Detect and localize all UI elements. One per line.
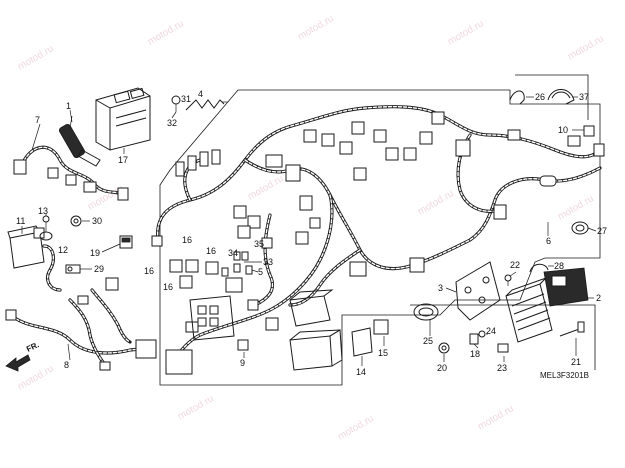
watermark: motod.ru — [476, 403, 516, 432]
small-fuses — [221, 251, 253, 277]
callout-28: 28 — [554, 261, 564, 271]
callout-16b: 16 — [206, 246, 216, 256]
front-direction-arrow: FR. — [5, 340, 41, 372]
callout-labels: 1 2 3 4 5 6 7 8 9 10 11 12 13 14 15 16 1… — [16, 89, 607, 377]
watermark: motod.ru — [296, 13, 336, 42]
leader-lines — [21, 96, 597, 366]
band-25 — [413, 303, 439, 321]
clamp-37 — [547, 89, 575, 105]
callout-32: 32 — [167, 118, 177, 128]
connector-14 — [351, 327, 373, 364]
callout-37: 37 — [579, 92, 589, 102]
watermark: motod.ru — [146, 18, 186, 47]
callout-18: 18 — [470, 349, 480, 359]
clamp-29 — [65, 264, 81, 274]
callout-34: 34 — [228, 248, 238, 258]
bracket-4 — [185, 99, 225, 111]
callout-35: 35 — [254, 239, 264, 249]
battery-case — [289, 289, 343, 371]
clip-30 — [70, 215, 82, 227]
callout-33: 33 — [263, 257, 273, 267]
callout-23: 23 — [497, 363, 507, 373]
sub-harness-lower — [5, 277, 157, 371]
callout-2: 2 — [596, 293, 601, 303]
regulator-rectifier — [505, 267, 589, 343]
callout-9: 9 — [240, 358, 245, 368]
callout-11: 11 — [16, 216, 25, 226]
callout-1: 1 — [66, 101, 71, 111]
cap-10 — [583, 125, 595, 137]
main-wire-harness — [156, 105, 602, 362]
watermark: motod.ru — [16, 363, 56, 392]
front-arrow-label: FR. — [25, 340, 40, 354]
watermark: motod.ru — [336, 413, 376, 442]
relays-16 — [169, 259, 219, 289]
bolt-32 — [171, 95, 181, 112]
callout-19: 19 — [90, 248, 100, 258]
callout-24: 24 — [486, 326, 496, 336]
watermark: motod.ru — [246, 173, 286, 202]
connector-9 — [237, 339, 249, 351]
watermark: motod.ru — [176, 393, 216, 422]
callout-15: 15 — [378, 348, 388, 358]
bracket-group-frame — [515, 74, 589, 120]
harness-clamp-28 — [529, 263, 549, 273]
callout-16d: 16 — [163, 282, 173, 292]
sub-harness-left — [13, 145, 129, 201]
grommet-27 — [571, 221, 589, 235]
callout-16c: 16 — [144, 266, 154, 276]
fuse-box — [189, 295, 235, 341]
watermark: motod.ru — [446, 18, 486, 47]
main-harness-connectors — [151, 111, 605, 375]
callout-22: 22 — [510, 260, 520, 270]
callout-31: 31 — [181, 94, 191, 104]
callout-16a: 16 — [182, 235, 192, 245]
collar-18 — [469, 333, 479, 345]
main-harness-frame — [159, 89, 601, 386]
bolt-22 — [504, 274, 512, 286]
connector-19 — [119, 235, 133, 249]
watermark: motod.ru — [566, 33, 606, 62]
clip-26 — [509, 90, 525, 105]
regulator-group-frame — [410, 304, 596, 370]
diagram-code: MEL3F3201B — [540, 371, 589, 380]
ignition-coil — [59, 115, 101, 167]
callout-27: 27 — [597, 226, 607, 236]
callout-5: 5 — [258, 267, 263, 277]
callout-25: 25 — [423, 336, 433, 346]
callout-10: 10 — [558, 125, 568, 135]
bolt-21 — [559, 321, 585, 337]
mounting-bracket — [455, 261, 501, 321]
callout-29: 29 — [94, 264, 104, 274]
ecu-unit — [95, 87, 151, 151]
nut-20 — [438, 342, 450, 354]
callout-26: 26 — [535, 92, 545, 102]
callout-30: 30 — [92, 216, 102, 226]
connector-15 — [373, 319, 389, 335]
watermark: motod.ru — [416, 188, 456, 217]
callout-6: 6 — [546, 236, 551, 246]
callout-4: 4 — [198, 89, 203, 99]
callout-14: 14 — [356, 367, 366, 377]
watermark: motod.ru — [16, 43, 56, 72]
callout-3: 3 — [438, 283, 443, 293]
watermark: motod.ru — [556, 193, 596, 222]
callout-12: 12 — [58, 245, 68, 255]
callout-7: 7 — [35, 115, 40, 125]
callout-13: 13 — [38, 206, 48, 216]
callout-17: 17 — [118, 155, 128, 165]
washer-24 — [478, 330, 486, 338]
nut-23 — [497, 343, 509, 353]
callout-21: 21 — [571, 357, 581, 367]
callout-20: 20 — [437, 363, 447, 373]
callout-8: 8 — [64, 360, 69, 370]
